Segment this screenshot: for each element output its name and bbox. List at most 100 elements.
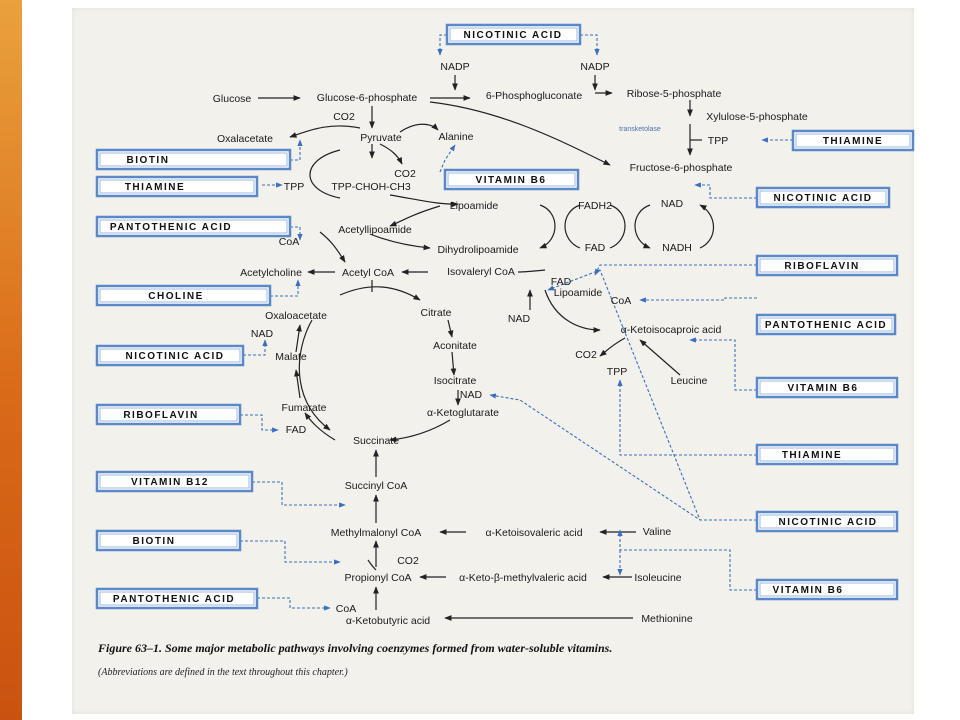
vitamin-label: VITAMIN B12 <box>131 477 209 488</box>
vitamin-label: NICOTINIC ACID <box>126 351 225 362</box>
metabolite-nadp: NADP <box>440 61 469 73</box>
metabolite-pyruvate: Pyruvate <box>360 132 402 144</box>
metabolite-alpha-ketoisocaproic-acid: α-Ketoisocaproic acid <box>621 324 722 336</box>
vitamin-label: BIOTIN <box>127 155 170 166</box>
vitamin-box-nicotinic-acid-3: NICOTINIC ACID <box>95 344 245 367</box>
metabolite-tpp: TPP <box>607 366 627 378</box>
vitamin-label: THIAMINE <box>782 450 842 461</box>
metabolite-lipoamide: Lipoamide <box>554 287 603 299</box>
vitamin-label: THIAMINE <box>125 182 185 193</box>
metabolite-acetyl-coa: Acetyl CoA <box>342 267 394 279</box>
metabolite-alpha-ketoisovaleric-acid: α-Ketoisovaleric acid <box>485 527 582 539</box>
metabolite-coa: CoA <box>336 603 356 615</box>
metabolite-citrate: Citrate <box>421 307 452 319</box>
coenzyme-links <box>240 34 793 611</box>
vitamin-box-vitamin-b12: VITAMIN B12 <box>95 470 254 493</box>
metabolite-methionine: Methionine <box>641 613 693 625</box>
metabolite-ribose-5-phosphate: Ribose-5-phosphate <box>627 88 722 100</box>
metabolite-6-phosphogluconate: 6-Phosphogluconate <box>486 90 582 102</box>
metabolite-succinyl-coa: Succinyl CoA <box>345 480 407 492</box>
metabolite-acetylcholine: Acetylcholine <box>240 267 302 279</box>
vitamin-box-biotin-1: BIOTIN <box>95 148 292 171</box>
vitamin-box-nicotinic-acid-1: NICOTINIC ACID <box>445 23 582 46</box>
slide-accent-bar <box>0 0 22 720</box>
vitamin-box-pantothenic-acid-2: PANTOTHENIC ACID <box>755 313 897 336</box>
metabolite-co2: CO2 <box>333 111 355 123</box>
vitamin-box-pantothenic-acid-1: PANTOTHENIC ACID <box>95 215 292 238</box>
vitamin-box-thiamine-2: THIAMINE <box>95 175 259 198</box>
metabolite-nad: NAD <box>661 198 684 210</box>
metabolite-nadp: NADP <box>580 61 609 73</box>
metabolite-xylulose-5-phosphate: Xylulose-5-phosphate <box>706 111 808 123</box>
vitamin-box-thiamine-3: THIAMINE <box>755 443 899 466</box>
metabolite-nad: NAD <box>460 389 483 401</box>
metabolite-fad: FAD <box>286 424 307 436</box>
metabolite-fructose-6-phosphate: Fructose-6-phosphate <box>630 162 733 174</box>
metabolite-valine: Valine <box>643 526 672 538</box>
metabolite-glucose: Glucose <box>213 93 252 105</box>
metabolite-glucose-6-phosphate: Glucose-6-phosphate <box>317 92 418 104</box>
vitamin-label: CHOLINE <box>148 291 204 302</box>
metabolite-co2: CO2 <box>397 555 419 567</box>
vitamin-box-riboflavin-1: RIBOFLAVIN <box>755 254 899 277</box>
metabolite-co2: CO2 <box>575 349 597 361</box>
vitamin-label: VITAMIN B6 <box>773 585 844 596</box>
vitamin-label: RIBOFLAVIN <box>784 261 859 272</box>
enzyme-transketolase: transketolase <box>619 126 661 133</box>
vitamin-label: VITAMIN B6 <box>788 383 859 394</box>
vitamin-box-choline: CHOLINE <box>95 284 272 307</box>
figure-caption-note: (Abbreviations are defined in the text t… <box>98 667 348 678</box>
vitamin-box-vitamin-b6-1: VITAMIN B6 <box>443 168 580 191</box>
metabolite-alanine: Alanine <box>438 131 473 143</box>
metabolite-alpha-ketobutyric-acid: α-Ketobutyric acid <box>346 615 430 627</box>
metabolite-nad: NAD <box>251 328 274 340</box>
metabolite-oxaloacetate: Oxaloacetate <box>265 310 327 322</box>
metabolite-isocitrate: Isocitrate <box>434 375 477 387</box>
metabolite-co2: CO2 <box>394 168 416 180</box>
vitamin-label: BIOTIN <box>133 536 176 547</box>
vitamin-label: NICOTINIC ACID <box>774 193 873 204</box>
metabolite-propionyl-coa: Propionyl CoA <box>344 572 411 584</box>
vitamin-box-vitamin-b6-2: VITAMIN B6 <box>755 376 899 399</box>
metabolite-tpp-choh-ch3: TPP-CHOH-CH3 <box>331 181 410 193</box>
metabolite-coa: CoA <box>279 236 299 248</box>
vitamin-label: PANTOTHENIC ACID <box>113 594 235 605</box>
vitamin-label: VITAMIN B6 <box>476 175 547 186</box>
vitamin-box-vitamin-b6-3: VITAMIN B6 <box>755 578 899 601</box>
metabolite-isoleucine: Isoleucine <box>634 572 681 584</box>
metabolite-malate: Malate <box>275 351 307 363</box>
metabolite-nad: NAD <box>508 313 531 325</box>
metabolite-acetyllipoamide: Acetyllipoamide <box>338 224 412 236</box>
metabolite-fad: FAD <box>585 242 606 254</box>
metabolite-oxalacetate: Oxalacetate <box>217 133 273 145</box>
metabolite-leucine: Leucine <box>671 375 708 387</box>
vitamin-box-thiamine-1: THIAMINE <box>791 129 915 152</box>
vitamin-box-pantothenic-acid-3: PANTOTHENIC ACID <box>95 587 259 610</box>
metabolite-aconitate: Aconitate <box>433 340 477 352</box>
vitamin-label: THIAMINE <box>823 136 883 147</box>
pathway-arrows <box>258 75 714 621</box>
vitamin-box-riboflavin-2: RIBOFLAVIN <box>95 403 242 426</box>
vitamin-label: PANTOTHENIC ACID <box>110 222 232 233</box>
metabolite-alpha-keto-beta-methylvaleric-acid: α-Keto-β-methylvaleric acid <box>459 572 587 584</box>
vitamin-box-nicotinic-acid-2: NICOTINIC ACID <box>755 186 891 209</box>
vitamin-label: NICOTINIC ACID <box>464 30 563 41</box>
figure-caption: Figure 63–1. Some major metabolic pathwa… <box>97 641 612 655</box>
metabolite-nadh: NADH <box>662 242 692 254</box>
metabolite-lipoamide: Lipoamide <box>450 200 499 212</box>
metabolite-labels: NADP NADP Glucose Glucose-6-phosphate 6-… <box>213 61 808 627</box>
metabolite-tpp: TPP <box>284 181 304 193</box>
metabolite-dihydrolipoamide: Dihydrolipoamide <box>437 244 518 256</box>
metabolite-succinate: Succinate <box>353 435 399 447</box>
vitamin-box-biotin-2: BIOTIN <box>95 529 242 552</box>
metabolite-fad: FAD <box>551 276 572 288</box>
metabolite-methylmalonyl-coa: Methylmalonyl CoA <box>331 527 421 539</box>
metabolite-alpha-ketoglutarate: α-Ketoglutarate <box>427 407 499 419</box>
metabolite-fumarate: Fumarate <box>282 402 327 414</box>
metabolite-fadh2: FADH2 <box>578 200 612 212</box>
vitamin-label: RIBOFLAVIN <box>123 410 198 421</box>
metabolite-isovaleryl-coa: Isovaleryl CoA <box>447 266 515 278</box>
vitamin-label: PANTOTHENIC ACID <box>765 320 887 331</box>
metabolite-tpp: TPP <box>708 135 728 147</box>
